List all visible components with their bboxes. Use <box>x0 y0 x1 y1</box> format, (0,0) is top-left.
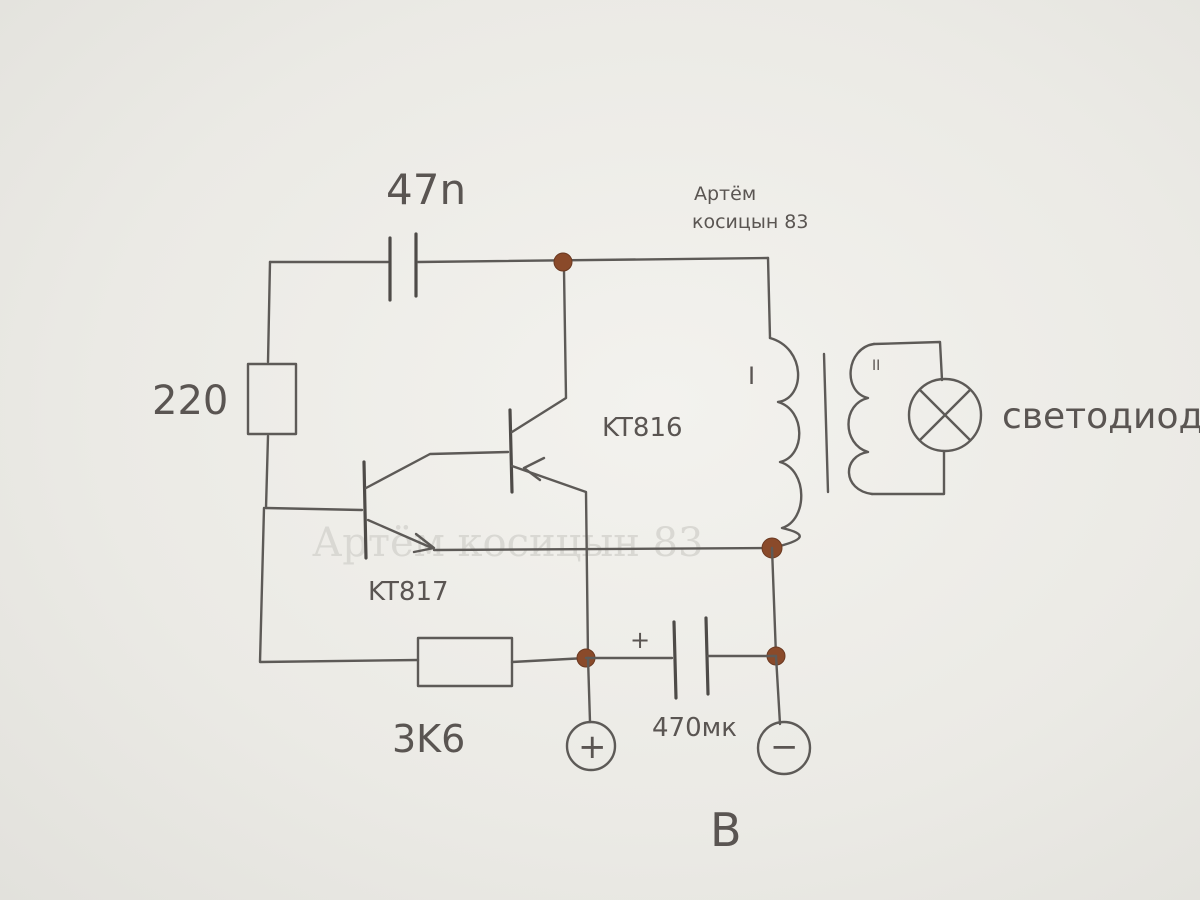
transformer-secondary-coil <box>847 342 876 496</box>
minus-terminal <box>756 720 812 776</box>
lamp-label: светодиод <box>1002 396 1200 437</box>
wire-right-vertical <box>770 546 778 658</box>
lamp-icon <box>907 377 983 453</box>
junction-top <box>553 252 573 272</box>
transformer-core <box>822 352 830 494</box>
wire-secondary-top <box>872 340 944 382</box>
wire-3k6-right <box>510 656 588 664</box>
author-label-2: косицын 83 <box>692 211 808 233</box>
plus-terminal <box>565 720 617 772</box>
secondary-winding-label: II <box>872 358 880 374</box>
kt816-label: KT816 <box>602 413 683 443</box>
resistor-220-label: 220 <box>152 378 228 424</box>
wire-plus-terminal <box>586 656 592 724</box>
wire-left-upper <box>266 260 272 364</box>
kt816-emitter <box>510 464 590 660</box>
cap-470-label: 470мк <box>652 713 737 743</box>
lamp-cross <box>918 388 972 442</box>
wire-base-kt817 <box>264 506 364 512</box>
resistor-220 <box>246 362 298 436</box>
cap-470-plate-left <box>672 620 678 700</box>
wire-emitter-kt817 <box>432 546 774 552</box>
wire-secondary-bottom <box>870 450 946 496</box>
watermark: Артём косицын 83 <box>312 520 704 566</box>
letter-b: B <box>710 803 742 857</box>
wire-primary-top <box>766 256 772 340</box>
wire-minus-terminal <box>774 654 782 726</box>
kt817-emitter-arrow <box>412 532 436 554</box>
resistor-3k6-label: 3K6 <box>392 717 465 761</box>
cap-470-polarity: + <box>630 626 650 654</box>
wire-left-mid <box>264 434 270 510</box>
kt816-collector <box>510 268 568 434</box>
transformer-primary-coil <box>768 336 803 550</box>
cap-47n-label: 47n <box>386 165 466 214</box>
primary-winding-label: I <box>748 362 755 390</box>
kt817-collector <box>364 450 510 490</box>
kt817-label: KT817 <box>368 577 449 607</box>
plus-terminal-label: + <box>578 727 607 767</box>
kt816-base-bar <box>508 408 514 494</box>
resistor-3k6 <box>416 636 514 688</box>
wire-left-lower <box>258 506 420 664</box>
author-label: Артём <box>694 183 756 205</box>
kt816-emitter-arrow <box>522 456 546 482</box>
kt817-base-bar <box>362 460 368 560</box>
kt817-emitter <box>366 518 434 550</box>
wire-top-right <box>416 256 770 264</box>
minus-terminal-label: − <box>770 727 799 767</box>
